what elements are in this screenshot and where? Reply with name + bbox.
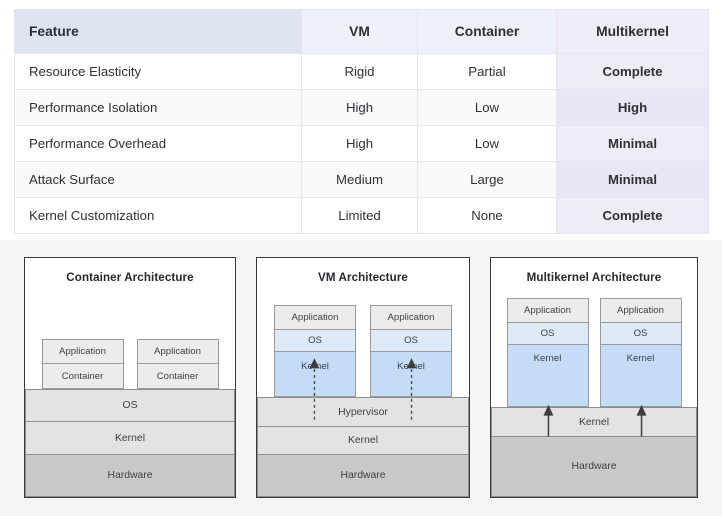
panel-title-container: Container Architecture <box>66 271 194 284</box>
kernel-box: Kernel <box>274 352 356 397</box>
application-box: Application <box>370 305 452 330</box>
container-base-layers: OS Kernel Hardware <box>25 389 235 497</box>
column-header-vm: VM <box>301 9 418 54</box>
cell-feature: Performance Isolation <box>14 89 302 126</box>
kernel-box: Kernel <box>506 345 589 407</box>
kernel-box: Kernel <box>599 345 682 407</box>
application-box: Application <box>41 339 124 364</box>
hardware-bar: Hardware <box>491 437 697 497</box>
os-box: OS <box>274 330 356 352</box>
os-box: OS <box>506 323 589 345</box>
column-header-feature: Feature <box>14 9 302 54</box>
table-row: Resource Elasticity Rigid Partial Comple… <box>14 53 709 90</box>
table-header-row: Feature VM Container Multikernel <box>14 9 709 54</box>
table-body: Resource Elasticity Rigid Partial Comple… <box>14 53 709 234</box>
application-box: Application <box>599 298 682 323</box>
cell-multikernel: High <box>556 89 709 126</box>
vm-stack: Application OS Kernel <box>370 294 452 397</box>
cell-vm: Rigid <box>301 53 418 90</box>
comparison-table: Feature VM Container Multikernel Resourc… <box>14 9 709 234</box>
multikernel-stack: Application OS Kernel <box>506 294 589 407</box>
kernel-bar: Kernel <box>491 407 697 437</box>
cell-multikernel: Complete <box>556 197 709 234</box>
cell-container: None <box>417 197 557 234</box>
cell-vm: High <box>301 125 418 162</box>
cell-multikernel: Minimal <box>556 125 709 162</box>
multikernel-base-layers: Kernel Hardware <box>491 407 697 497</box>
cell-container: Low <box>417 89 557 126</box>
hypervisor-bar: Hypervisor <box>257 397 469 427</box>
container-stack: Application Container <box>41 339 124 389</box>
kernel-bar: Kernel <box>257 427 469 455</box>
multikernel-architecture-panel: Multikernel Architecture Application OS … <box>490 257 698 498</box>
kernel-box: Kernel <box>370 352 452 397</box>
application-box: Application <box>274 305 356 330</box>
cell-multikernel: Complete <box>556 53 709 90</box>
table-row: Attack Surface Medium Large Minimal <box>14 161 709 198</box>
table-row: Performance Overhead High Low Minimal <box>14 125 709 162</box>
application-box: Application <box>136 339 219 364</box>
cell-multikernel: Minimal <box>556 161 709 198</box>
cell-container: Low <box>417 125 557 162</box>
vm-stack: Application OS Kernel <box>274 294 356 397</box>
cell-feature: Attack Surface <box>14 161 302 198</box>
table-header: Feature VM Container Multikernel <box>14 9 709 54</box>
cell-feature: Performance Overhead <box>14 125 302 162</box>
vm-base-layers: Hypervisor Kernel Hardware <box>257 397 469 497</box>
vm-architecture-panel: VM Architecture Application OS Kernel Ap… <box>256 257 470 498</box>
os-bar: OS <box>25 389 235 422</box>
cell-vm: Limited <box>301 197 418 234</box>
column-header-container: Container <box>417 9 557 54</box>
comparison-table-container: Feature VM Container Multikernel Resourc… <box>14 9 709 235</box>
os-box: OS <box>370 330 452 352</box>
application-box: Application <box>506 298 589 323</box>
cell-feature: Resource Elasticity <box>14 53 302 90</box>
os-box: OS <box>599 323 682 345</box>
architecture-diagrams: Container Architecture Application Conta… <box>0 240 722 516</box>
container-architecture-panel: Container Architecture Application Conta… <box>24 257 236 498</box>
table-row: Kernel Customization Limited None Comple… <box>14 197 709 234</box>
container-box: Container <box>136 364 219 389</box>
vm-stacks: Application OS Kernel Application OS Ker… <box>257 294 469 397</box>
cell-vm: High <box>301 89 418 126</box>
container-stacks: Application Container Application Contai… <box>25 294 235 389</box>
hardware-bar: Hardware <box>257 455 469 497</box>
container-box: Container <box>41 364 124 389</box>
cell-feature: Kernel Customization <box>14 197 302 234</box>
table-row: Performance Isolation High Low High <box>14 89 709 126</box>
kernel-bar: Kernel <box>25 422 235 455</box>
container-stack: Application Container <box>136 339 219 389</box>
panel-title-multikernel: Multikernel Architecture <box>526 271 662 284</box>
column-header-multikernel: Multikernel <box>556 9 709 54</box>
cell-container: Partial <box>417 53 557 90</box>
hardware-bar: Hardware <box>25 455 235 497</box>
multikernel-stacks: Application OS Kernel Application OS Ker… <box>491 294 697 407</box>
multikernel-stack: Application OS Kernel <box>599 294 682 407</box>
cell-container: Large <box>417 161 557 198</box>
cell-vm: Medium <box>301 161 418 198</box>
panel-title-vm: VM Architecture <box>318 271 408 284</box>
